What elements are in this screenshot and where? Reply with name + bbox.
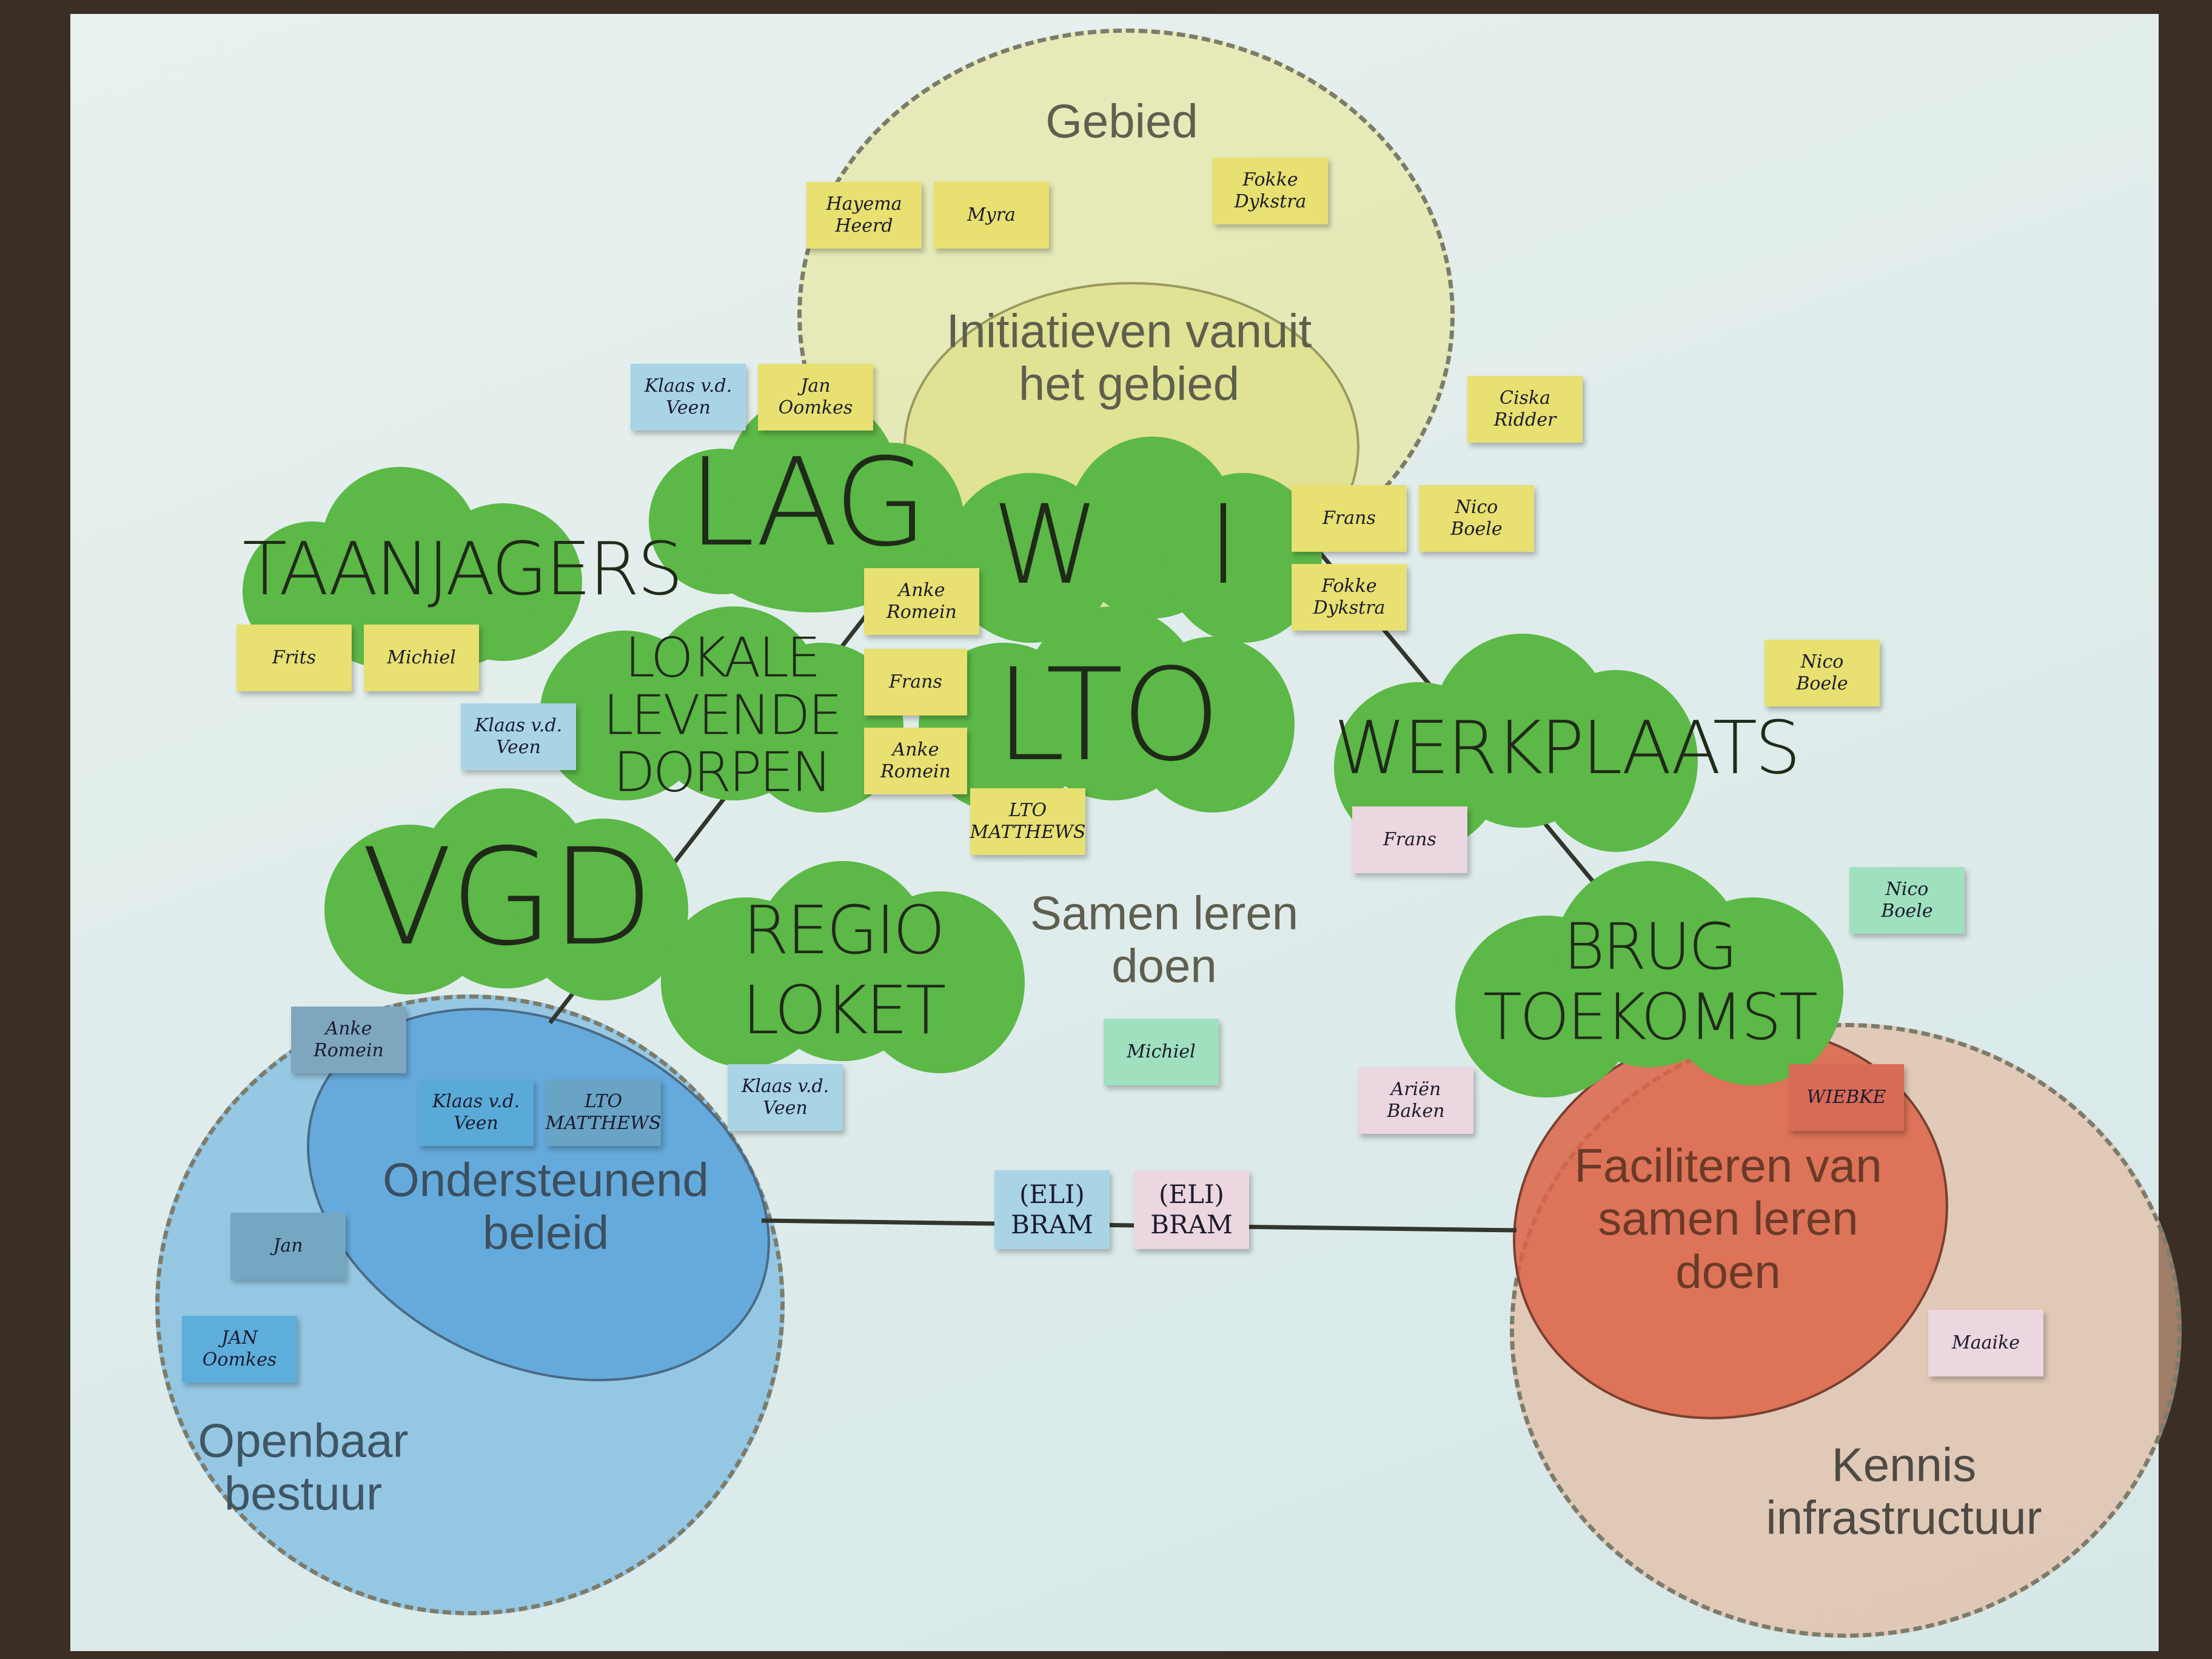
cloud-label: WERKPLAATS <box>1334 706 1801 791</box>
label-line: doen <box>1111 939 1217 993</box>
label-line: Kennis <box>1831 1438 1977 1492</box>
sticky-note[interactable]: Michiel <box>364 625 479 691</box>
sticky-note[interactable]: Maaike <box>1928 1310 2043 1376</box>
sticky-note[interactable]: LTO MATTHEWS <box>970 788 1085 855</box>
sticky-note[interactable]: Jan Oomkes <box>758 364 873 431</box>
sticky-note[interactable]: (ELI) BRAM <box>1134 1170 1249 1249</box>
sticky-note[interactable]: Michiel <box>1104 1019 1219 1085</box>
cloud-label: VGD <box>361 820 654 975</box>
label-line: bestuur <box>224 1467 383 1520</box>
sticky-note[interactable]: Ariën Baken <box>1358 1067 1473 1134</box>
label-line: infrastructuur <box>1766 1491 2042 1544</box>
sticky-note[interactable]: Klaas v.d. Veen <box>631 364 746 431</box>
sticky-note[interactable]: Nico Boele <box>1765 640 1880 706</box>
sticky-note[interactable]: Nico Boele <box>1419 485 1534 552</box>
label-line: doen <box>1675 1244 1781 1298</box>
sticky-note[interactable]: Frits <box>236 625 352 691</box>
sticky-note[interactable]: Jan <box>230 1213 346 1279</box>
sticky-note[interactable]: Anke Romein <box>291 1007 406 1073</box>
sticky-note[interactable]: WIEBKE <box>1789 1064 1904 1131</box>
sticky-note[interactable]: Frans <box>864 649 967 716</box>
cloud-label: LAG <box>687 432 928 574</box>
label-line: Initiatieven vanuit <box>946 304 1312 358</box>
sticky-note[interactable]: Frans <box>1292 485 1407 552</box>
label-line: Ondersteunend <box>383 1153 709 1207</box>
sticky-note[interactable]: Frans <box>1352 806 1467 873</box>
label-line: Faciliteren van <box>1574 1138 1882 1192</box>
sticky-note[interactable]: Anke Romein <box>864 568 979 635</box>
label-line: beleid <box>482 1206 609 1259</box>
cloud-lag: LAG <box>649 394 964 612</box>
cloud-label: LOKALE <box>625 626 821 690</box>
sticky-note[interactable]: Anke Romein <box>864 728 967 794</box>
label-line: Openbaar <box>198 1413 409 1467</box>
sticky-note[interactable]: Klaas v.d. Veen <box>728 1064 843 1131</box>
sticky-note[interactable]: LTO MATTHEWS <box>546 1079 661 1146</box>
sticky-note[interactable]: Fokke Dykstra <box>1292 564 1407 631</box>
sticky-note[interactable]: JAN Oomkes <box>182 1316 297 1382</box>
gebied-label: Gebied <box>1045 94 1198 148</box>
cloud-label: W I <box>991 482 1276 609</box>
cloud-label: LEVENDE <box>603 683 843 747</box>
sticky-note[interactable]: Fokke Dykstra <box>1213 158 1328 224</box>
label-line: Samen leren <box>1030 886 1299 940</box>
cloud-lto: LTO <box>919 606 1295 825</box>
label-line: het gebied <box>1018 357 1240 411</box>
sticky-note[interactable]: Nico Boele <box>1849 867 1965 934</box>
sticky-note[interactable]: Myra <box>934 182 1049 249</box>
label-line: samen leren <box>1598 1191 1858 1245</box>
cloud-label: LTO <box>994 641 1221 789</box>
cloud-label: BRUG <box>1563 910 1738 984</box>
sticky-note[interactable]: Ciska Ridder <box>1467 376 1583 443</box>
sticky-note[interactable]: Klaas v.d. Veen <box>461 703 576 770</box>
cloud-label: DORPEN <box>613 740 832 805</box>
cloud-vgd: VGD <box>324 788 688 1007</box>
cloud-label: REGIO <box>742 891 945 969</box>
cloud-label: LOKET <box>742 971 947 1049</box>
cloud-label: TAANJAGERS <box>243 528 683 612</box>
cloud-label: TOEKOMST <box>1483 980 1818 1054</box>
sticky-note[interactable]: Hayema Heerd <box>806 182 922 249</box>
sticky-note[interactable]: Klaas v.d. Veen <box>418 1079 534 1146</box>
sticky-note[interactable]: (ELI) BRAM <box>994 1170 1110 1249</box>
